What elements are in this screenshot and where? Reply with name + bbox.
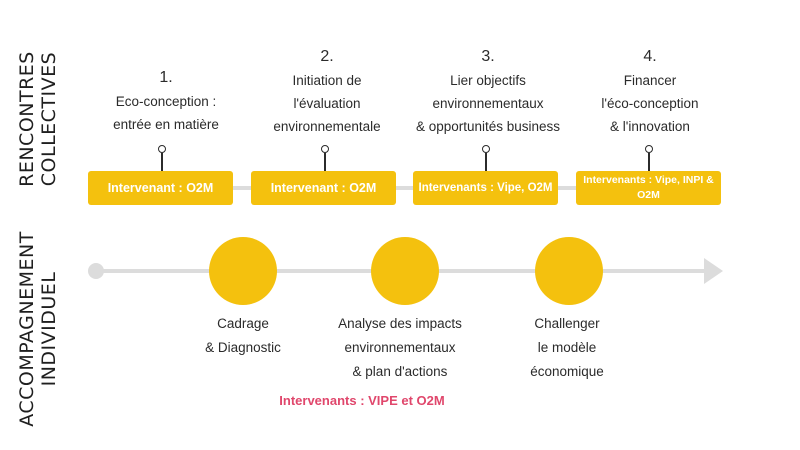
meeting-2-speakers: Intervenant : O2M [270,181,377,195]
meeting-1-number: 1. [159,69,173,86]
meeting-1-speakers: Intervenant : O2M [107,181,214,195]
meeting-3-pin [485,153,487,171]
timeline-arrow-head [704,258,723,284]
meeting-2-line2: l'évaluation [293,96,361,111]
meeting-3-line3: & opportunités business [415,119,561,134]
step-3-description: Challenger le modèle économique [472,312,662,384]
meeting-2-description: 2. Initiation de l'évaluation environnem… [237,45,417,138]
meeting-1-speakers-box: Intervenant : O2M [88,171,233,205]
meeting-2-number: 2. [320,48,334,65]
meeting-2-speakers-box: Intervenant : O2M [251,171,396,205]
meeting-3-line1: Lier objectifs [450,73,526,88]
step-3-line2: le modèle [537,340,597,355]
step-2-circle [371,237,439,305]
step-3-line1: Challenger [534,316,600,331]
meeting-2-pin [324,153,326,171]
meeting-3-line2: environnementaux [432,96,544,111]
meeting-4-number: 4. [643,48,657,65]
meeting-3-speakers: Intervenants : Vipe, O2M [418,181,553,194]
step-2-line1: Analyse des impacts [338,316,462,331]
step-2-line3: & plan d'actions [352,364,448,379]
meeting-2-pin-head [321,145,329,153]
meeting-1-line2: entrée en matière [113,117,219,132]
step-3-line3: économique [530,364,604,379]
meeting-3-pin-head [482,145,490,153]
meeting-3-number: 3. [481,48,495,65]
timeline-start-dot [88,263,104,279]
meeting-1-description: 1. Eco-conception : entrée en matière [76,66,256,136]
step-1-circle [209,237,277,305]
step-1-line1: Cadrage [217,316,269,331]
meeting-3-description: 3. Lier objectifs environnementaux & opp… [398,45,578,138]
step-1-description: Cadrage & Diagnostic [148,312,338,360]
meeting-2-line1: Initiation de [292,73,362,88]
step-2-line2: environnementaux [344,340,456,355]
meeting-4-line3: & l'innovation [610,119,690,134]
meeting-4-speakers: Intervenants : Vipe, INPI & O2M [583,174,714,201]
meeting-4-line2: l'éco-conception [601,96,699,111]
step-3-circle [535,237,603,305]
meeting-4-pin-head [645,145,653,153]
meeting-4-pin [648,153,650,171]
step-2-description: Analyse des impacts environnementaux & p… [305,312,495,384]
meeting-3-speakers-box: Intervenants : Vipe, O2M [413,171,558,205]
meeting-4-description: 4. Financer l'éco-conception & l'innovat… [560,45,740,138]
step-1-line2: & Diagnostic [205,340,281,355]
meeting-4-speakers-box: Intervenants : Vipe, INPI & O2M [576,171,721,205]
meeting-2-line3: environnementale [273,119,381,134]
meeting-1-pin [161,153,163,171]
individual-speakers-note: Intervenants : VIPE et O2M [279,393,445,408]
meeting-1-line1: Eco-conception : [115,94,217,109]
meeting-1-pin-head [158,145,166,153]
meeting-4-line1: Financer [623,73,677,88]
